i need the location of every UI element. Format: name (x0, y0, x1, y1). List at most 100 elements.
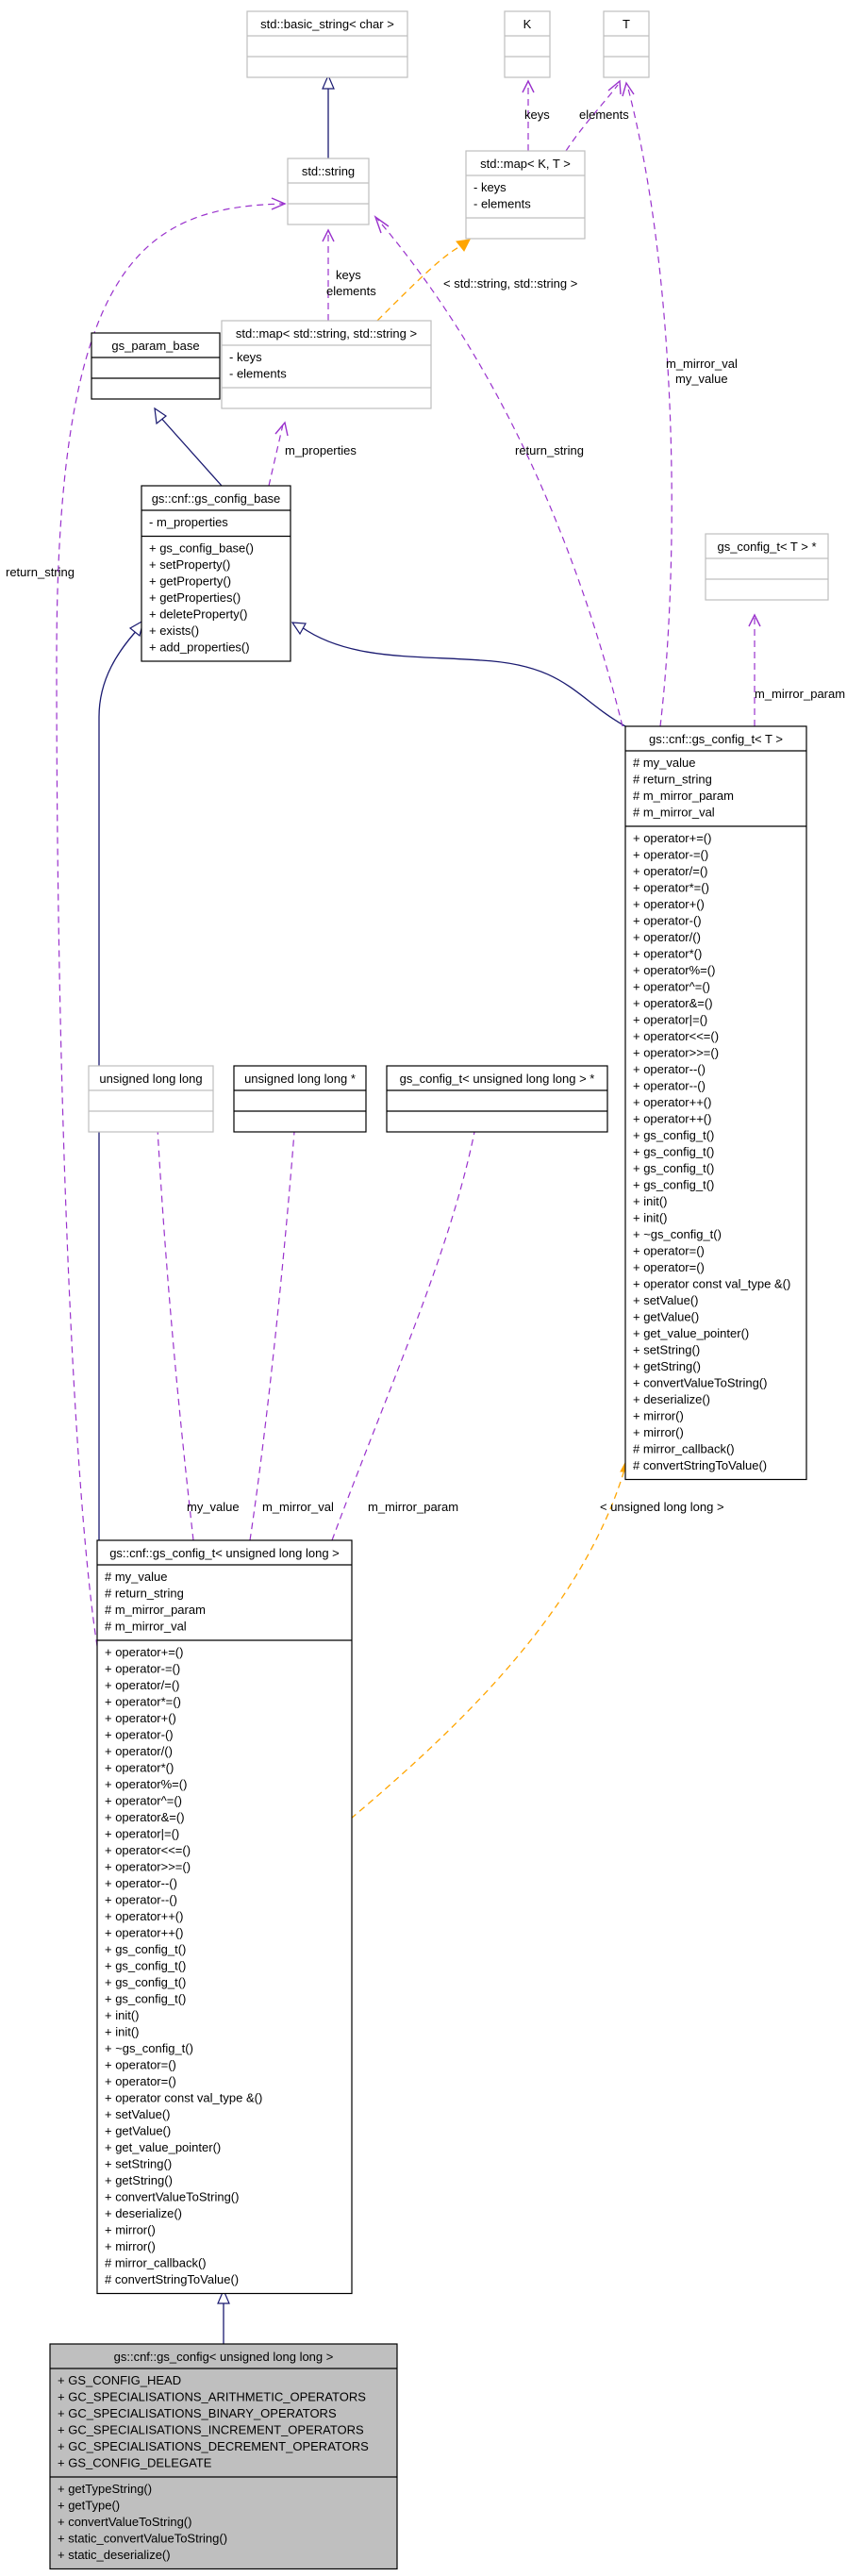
class-operation: + gs_config_t() (633, 1161, 714, 1175)
class-operation: + operator--() (633, 1062, 706, 1076)
class-operation: + operator^=() (105, 1794, 182, 1808)
inherit-arrow-std-string (322, 74, 335, 90)
class-box-frame (504, 10, 551, 78)
class-box-std-string[interactable]: std::string (287, 158, 370, 225)
class-operation: + operator>>=() (105, 1860, 191, 1874)
class-operation: + getProperties() (149, 590, 241, 605)
class-box-gs-config-base[interactable]: gs::cnf::gs_config_base- m_properties+ g… (141, 485, 291, 662)
class-operation: + operator-=() (633, 848, 708, 862)
class-box-ull-ptr[interactable]: unsigned long long * (233, 1065, 367, 1133)
class-operation: + operator++() (105, 1926, 183, 1940)
class-operation: + operator&=() (105, 1810, 185, 1824)
class-box-map-KT[interactable]: std::map< K, T >- keys- elements (465, 150, 586, 240)
class-box-frame (141, 485, 291, 662)
class-operation: + gs_config_t() (633, 1178, 714, 1192)
class-operation: # convertStringToValue() (105, 2272, 239, 2286)
class-name: gs::cnf::gs_config_t< T > (649, 732, 783, 746)
inherit-gs-config-base (158, 414, 223, 487)
class-name: std::string (302, 164, 355, 178)
class-box-frame (49, 2343, 398, 2570)
class-operation: + static_deserialize() (58, 2548, 171, 2562)
edge-label-m-mirror-param-T: m_mirror_param (755, 687, 845, 701)
class-operation: + operator++() (633, 1112, 711, 1126)
class-box-gs-config-t-T[interactable]: gs::cnf::gs_config_t< T ># my_value# ret… (624, 725, 807, 1481)
edge-label-m-mirror-param-ull: m_mirror_param (368, 1500, 458, 1514)
class-operation: + getString() (105, 2173, 173, 2187)
class-operation: + gs_config_t() (633, 1145, 714, 1159)
class-attribute: - elements (473, 197, 531, 211)
edge-labels: keys elements keys elements < std::strin… (6, 108, 845, 1514)
class-operation: + init() (105, 2025, 139, 2039)
class-operation: + operator/=() (633, 864, 708, 878)
class-operation: + setProperty() (149, 557, 230, 572)
class-operation: + operator*() (105, 1761, 174, 1775)
class-box-gs-config-ull[interactable]: gs::cnf::gs_config< unsigned long long >… (49, 2343, 398, 2570)
tmpl-ull (350, 1466, 626, 1820)
class-attribute: - keys (229, 350, 262, 364)
class-name: unsigned long long (99, 1072, 202, 1086)
class-operation: + operator+() (105, 1711, 176, 1725)
use-return-string-T (376, 218, 623, 727)
use-elements-T (565, 84, 619, 152)
class-box-frame (88, 1065, 214, 1133)
inherit-arrow-gs-config-base (154, 407, 168, 425)
class-box-gs-config-t-ull-ptr[interactable]: gs_config_t< unsigned long long > * (386, 1065, 608, 1133)
class-box-map-string[interactable]: std::map< std::string, std::string >- ke… (221, 320, 432, 409)
use-my-value-ull (155, 1093, 194, 1541)
class-box-ull[interactable]: unsigned long long (88, 1065, 214, 1133)
class-operation: + convertValueToString() (58, 2515, 191, 2529)
class-box-basic-string[interactable]: std::basic_string< char > (246, 10, 408, 78)
class-operation: + getType() (58, 2499, 120, 2513)
class-name: T (623, 17, 630, 31)
class-operation: + operator const val_type &() (105, 2091, 262, 2105)
class-box-gs-param-base[interactable]: gs_param_base (91, 332, 221, 400)
class-operation: + ~gs_config_t() (105, 2041, 193, 2055)
class-operation: + ~gs_config_t() (633, 1227, 722, 1241)
class-operation: + operator/() (105, 1744, 173, 1758)
class-box-frame (705, 533, 829, 601)
class-operation: + operator%=() (105, 1777, 187, 1791)
class-box-gs-config-t-ull[interactable]: gs::cnf::gs_config_t< unsigned long long… (96, 1539, 353, 2295)
class-operation: + operator=() (105, 2058, 176, 2072)
class-box-frame (233, 1065, 367, 1133)
class-operation: # mirror_callback() (633, 1442, 735, 1456)
class-operation: + operator*() (633, 947, 702, 961)
class-operation: + convertValueToString() (633, 1376, 767, 1390)
class-operation: + get_value_pointer() (633, 1326, 749, 1340)
class-box-frame (287, 158, 370, 225)
class-name: std::basic_string< char > (260, 17, 394, 31)
class-operation: + operator=() (105, 2074, 176, 2088)
edge-label-elements-T: elements (579, 108, 629, 122)
class-operation: + operator+=() (105, 1645, 183, 1659)
inherit-gs-config-t-T (301, 626, 626, 727)
class-box-K[interactable]: K (504, 10, 551, 78)
class-operation: + operator<<=() (633, 1029, 719, 1043)
class-operation: + exists() (149, 623, 199, 638)
class-operation: + add_properties() (149, 640, 250, 655)
class-box-gs-config-t-T-ptr[interactable]: gs_config_t< T > * (705, 533, 829, 601)
class-operation: + operator/=() (105, 1678, 180, 1692)
class-box-frame (221, 320, 432, 409)
class-operation: + operator*=() (633, 881, 709, 895)
edge-label-keys-string: keys (336, 268, 361, 282)
class-box-T[interactable]: T (603, 10, 650, 78)
edge-label-map-template: < std::string, std::string > (443, 276, 577, 291)
class-attribute: # my_value (105, 1570, 167, 1584)
class-name: gs_config_t< T > * (717, 540, 816, 554)
class-attribute: - m_properties (149, 515, 228, 529)
edge-label-keys-K: keys (524, 108, 550, 122)
class-operation: + gs_config_t() (105, 1975, 186, 1989)
class-name: gs::cnf::gs_config_base (152, 491, 281, 506)
class-attribute: + GC_SPECIALISATIONS_INCREMENT_OPERATORS (58, 2423, 364, 2437)
class-attribute: # my_value (633, 756, 695, 770)
class-operation: + operator-() (105, 1728, 174, 1742)
class-operation: + operator>>=() (633, 1046, 719, 1060)
class-operation: + operator&=() (633, 996, 713, 1010)
class-operation: + operator-() (633, 914, 702, 928)
class-box-frame (246, 10, 408, 78)
class-operation: + init() (633, 1211, 667, 1225)
class-operation: + operator+=() (633, 831, 711, 845)
class-box-frame (91, 332, 221, 400)
